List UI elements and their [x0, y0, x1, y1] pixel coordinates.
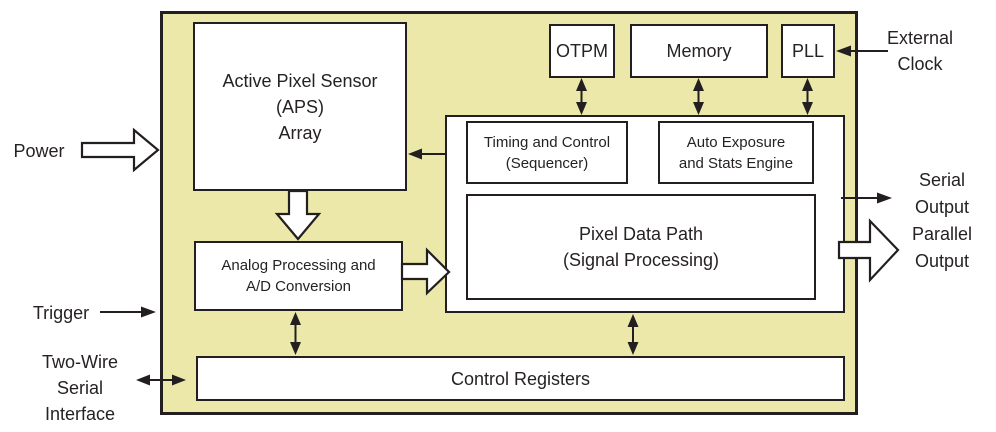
node-timing-control: Timing and Control (Sequencer) [466, 121, 628, 184]
power-label: Power [13, 141, 65, 161]
node-otpm: OTPM [549, 24, 615, 78]
node-pll: PLL [781, 24, 835, 78]
node-control-registers: Control Registers [196, 356, 845, 401]
node-aps: Active Pixel Sensor (APS) Array [193, 22, 407, 191]
node-analog-processing: Analog Processing and A/D Conversion [194, 241, 403, 311]
node-auto-exposure: Auto Exposure and Stats Engine [658, 121, 814, 184]
trigger-label: Trigger [32, 303, 90, 323]
node-memory: Memory [630, 24, 768, 78]
external-clock-label: External Clock [886, 28, 954, 74]
serial-output-label: Serial Output [914, 170, 970, 217]
node-pixel-data-path: Pixel Data Path (Signal Processing) [466, 194, 816, 300]
two-wire-serial-interface-label: Two-Wire Serial Interface [42, 352, 118, 424]
arrow-trigger-in [100, 306, 156, 318]
arrow-power-in [80, 127, 160, 173]
parallel-output-label: Parallel Output [911, 224, 973, 271]
